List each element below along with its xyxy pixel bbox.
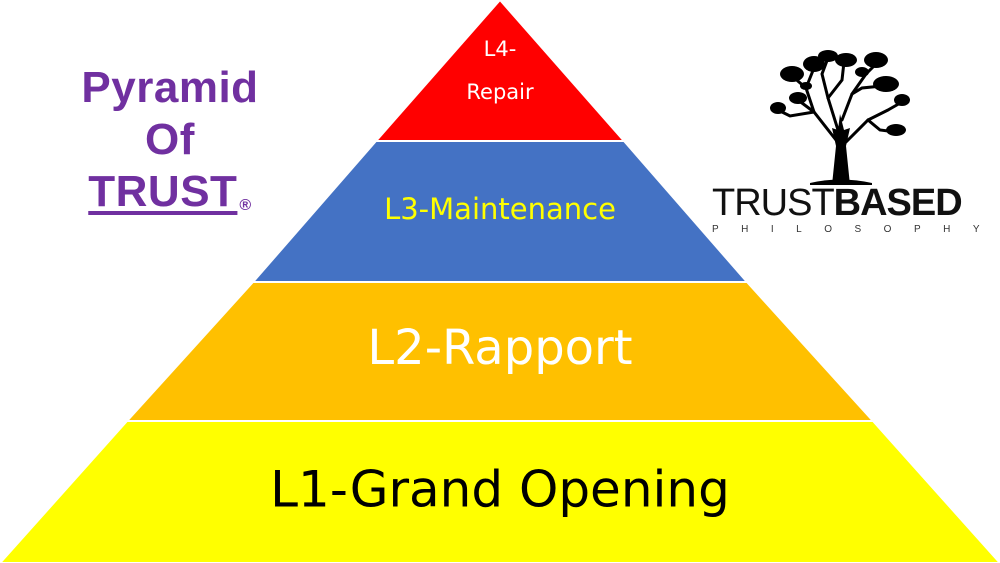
logo-word-based: BASED <box>833 182 963 224</box>
title-trust-word: TRUST <box>88 167 238 216</box>
logo-tagline: PHILOSOPHY <box>712 224 1000 235</box>
pyramid-level-4 <box>373 0 627 142</box>
logo-wordmark: TRUSTBASED <box>712 183 972 223</box>
registered-mark: ® <box>239 197 252 214</box>
level-4-label-line1: L4- <box>484 37 517 61</box>
level-2-label: L2-Rapport <box>367 320 632 376</box>
title-line-of: Of <box>145 115 195 164</box>
title-line-pyramid: Pyramid <box>81 63 259 112</box>
trust-based-philosophy-logo: TRUSTBASED PHILOSOPHY <box>700 50 980 250</box>
title-line-trust: TRUST® <box>60 166 280 232</box>
logo-word-trust: TRUST <box>712 182 835 224</box>
tree-icon <box>770 50 910 185</box>
level-4-label-line2: Repair <box>466 80 534 104</box>
level-1-label: L1-Grand Opening <box>270 461 730 519</box>
pyramid-of-trust-title: Pyramid Of TRUST® <box>60 62 280 232</box>
level-3-label: L3-Maintenance <box>384 192 616 226</box>
